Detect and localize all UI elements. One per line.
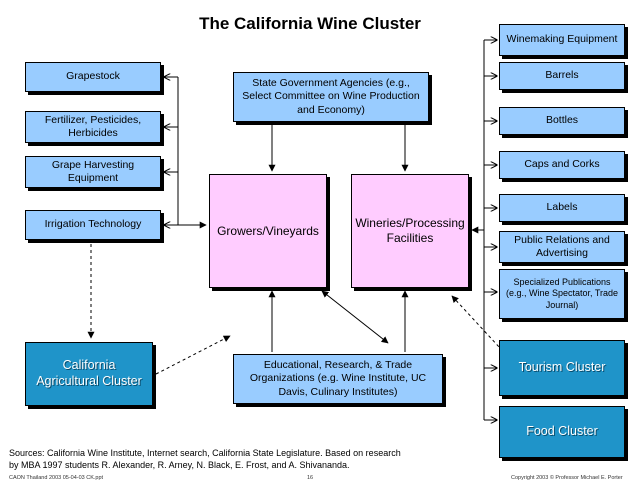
box-educational[interactable]: Educational, Research, & Trade Organizat…	[233, 354, 443, 404]
box-caps-corks[interactable]: Caps and Corks	[499, 151, 625, 179]
box-grapestock[interactable]: Grapestock	[25, 62, 161, 92]
right-bracket	[471, 40, 497, 420]
box-irrigation[interactable]: Irrigation Technology	[25, 210, 161, 240]
box-barrels[interactable]: Barrels	[499, 62, 625, 90]
box-agricultural-cluster[interactable]: California Agricultural Cluster	[25, 342, 153, 406]
file-name: CAON Thailand 2003 05-04-03 CK.ppt	[9, 475, 104, 481]
box-growers[interactable]: Growers/Vineyards	[209, 174, 327, 288]
box-specialized-publications[interactable]: Specialized Publications (e.g., Wine Spe…	[499, 269, 625, 319]
box-harvesting[interactable]: Grape Harvesting Equipment	[25, 156, 161, 188]
box-wineries[interactable]: Wineries/Processing Facilities	[351, 174, 469, 288]
page-number: 16	[307, 475, 314, 481]
box-labels[interactable]: Labels	[499, 194, 625, 222]
box-bottles[interactable]: Bottles	[499, 107, 625, 135]
box-state-agencies[interactable]: State Government Agencies (e.g., Select …	[233, 72, 429, 122]
box-tourism-cluster[interactable]: Tourism Cluster	[499, 340, 625, 396]
left-bracket	[164, 77, 207, 229]
box-winemaking-equipment[interactable]: Winemaking Equipment	[499, 24, 625, 56]
diagram-title: The California Wine Cluster	[199, 14, 421, 33]
box-food-cluster[interactable]: Food Cluster	[499, 406, 625, 458]
box-fertilizer[interactable]: Fertilizer, Pesticides, Herbicides	[25, 111, 161, 143]
box-public-relations[interactable]: Public Relations and Advertising	[499, 231, 625, 263]
sources-note: Sources: California Wine Institute, Inte…	[9, 448, 401, 470]
copyright: Copyright 2003 © Professor Michael E. Po…	[511, 475, 623, 481]
